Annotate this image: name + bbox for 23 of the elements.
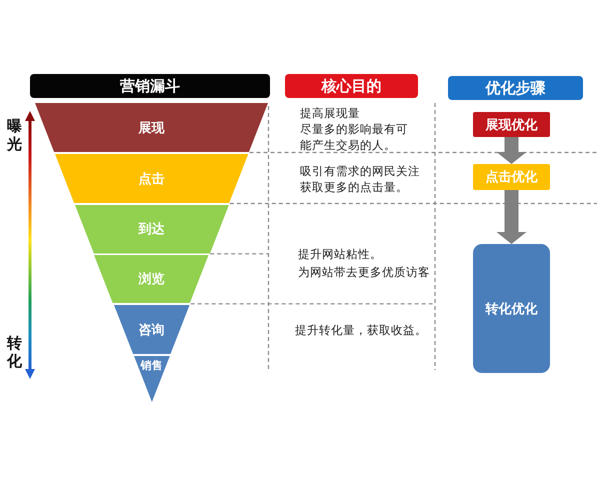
arrow: [496, 137, 526, 164]
arrow: [496, 190, 526, 244]
funnel-segment: 浏览: [94, 255, 209, 303]
funnel-segment: 咨询: [114, 305, 190, 354]
funnel-segment: 点击: [54, 154, 248, 203]
scale-label: 曝光: [7, 117, 23, 153]
description-text: 提升转化量，获取收益。: [295, 322, 427, 338]
description-text: 吸引有需求的网民关注: [300, 163, 420, 179]
description-text: 获取更多的点击量。: [300, 179, 408, 195]
header-bar: 核心目的: [285, 74, 418, 98]
description-text: 提升网站粘性。: [298, 246, 382, 262]
process-box: 展现优化: [473, 112, 550, 137]
scale-label: 转化: [7, 334, 23, 370]
description-text: 提高展现量: [300, 105, 360, 121]
funnel-segment: 展现: [35, 103, 268, 152]
process-box: 点击优化: [473, 164, 550, 190]
funnel-segment: 销售: [134, 356, 170, 402]
header-bar: 优化步骤: [448, 76, 583, 100]
header-bar: 营销漏斗: [30, 74, 270, 98]
funnel-segment: 到达: [74, 204, 228, 253]
description-text: 尽量多的影响最有可能产生交易的人。: [300, 121, 408, 153]
description-text: 为网站带去更多优质访客: [298, 264, 430, 280]
process-box: 转化优化: [473, 244, 550, 373]
